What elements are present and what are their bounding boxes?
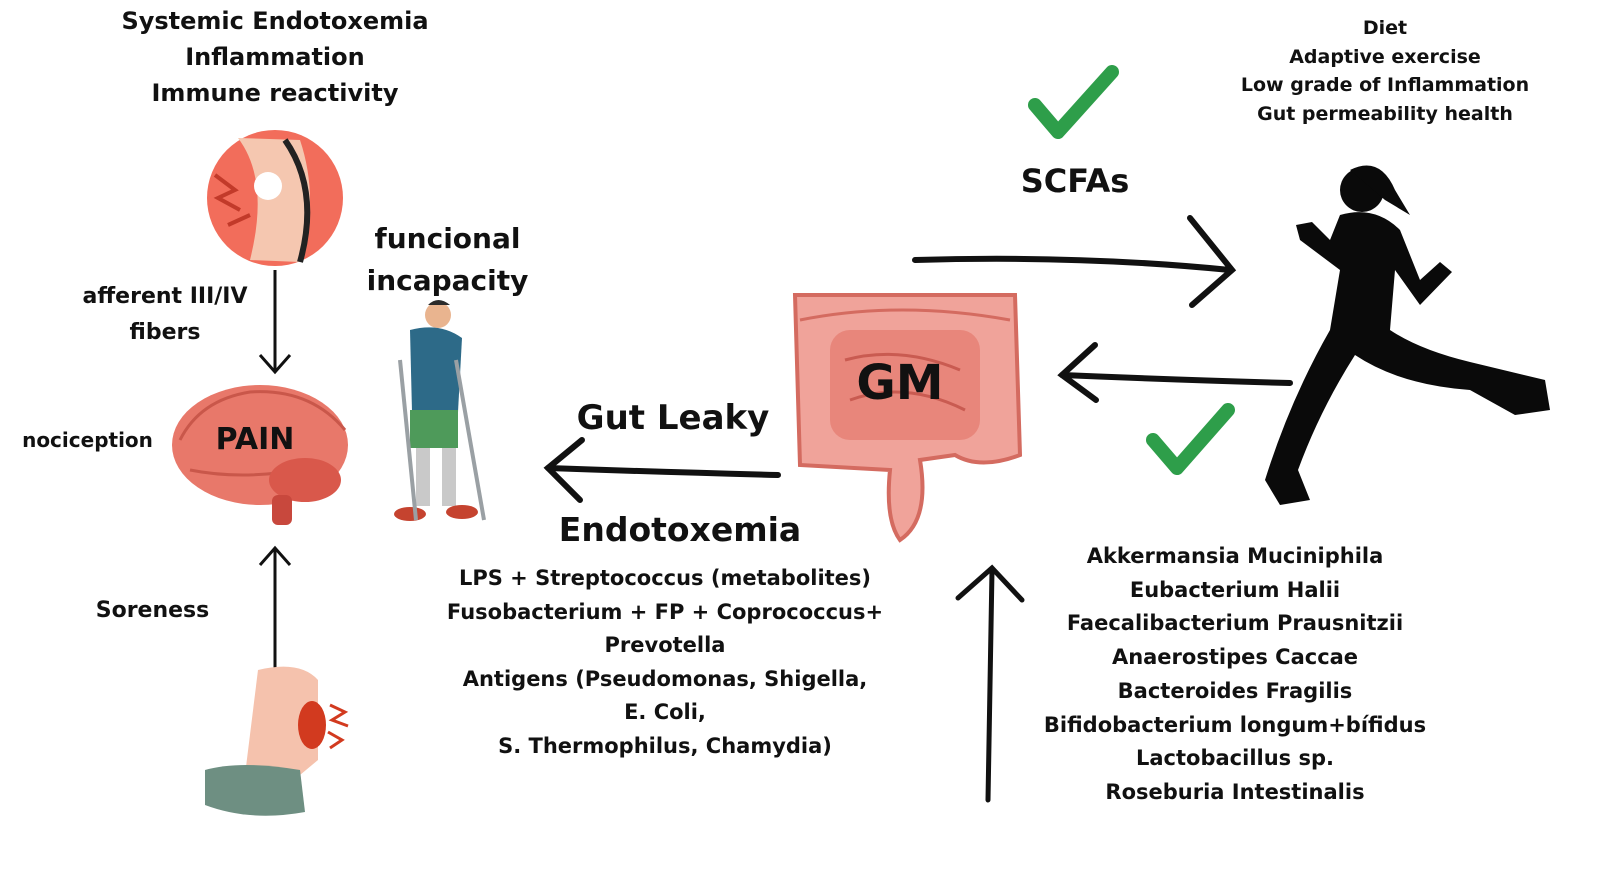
arrow-up-to-brain	[258, 545, 292, 680]
afferent-line: fibers	[129, 320, 201, 345]
top-right-factors: Diet Adaptive exercise Low grade of Infl…	[1225, 14, 1545, 129]
soreness-label: Soreness	[95, 598, 210, 623]
arrow-bacteria-to-gm	[955, 564, 1025, 803]
check-icon-top	[1028, 65, 1119, 139]
bacteria-line: Akkermansia Muciniphila	[1086, 544, 1384, 568]
pain-label: PAIN	[215, 422, 295, 457]
brain-icon	[172, 385, 348, 525]
factor-line: Adaptive exercise	[1289, 45, 1481, 68]
arrow-runner-to-gm	[1057, 342, 1293, 403]
afferent-line: afferent III/IV	[82, 284, 248, 309]
arrow-down-to-brain	[258, 270, 292, 375]
intestine-icon	[792, 293, 1023, 543]
bacteria-line: Anaerostipes Caccae	[1111, 645, 1359, 670]
factor-line: Gut permeability health	[1257, 103, 1513, 126]
gm-label: GM	[856, 355, 944, 411]
effect-line: Systemic Endotoxemia	[121, 7, 429, 35]
endotoxemia-line: Antigens (Pseudomonas, Shigella,	[462, 666, 868, 691]
sore-leg-icon	[205, 666, 349, 816]
endotoxemia-line: Prevotella	[604, 633, 726, 658]
arrow-to-gut-leaky	[543, 437, 781, 503]
endotoxemia-list: LPS + Streptococcus (metabolites) Fusoba…	[420, 562, 910, 764]
bacteria-line: Roseburia Intestinalis	[1105, 779, 1365, 804]
arrow-gm-to-runner	[912, 215, 1237, 308]
endotoxemia-line: LPS + Streptococcus (metabolites)	[458, 566, 872, 590]
scfas-label: SCFAs	[1020, 162, 1130, 200]
endotoxemia-line: S. Thermophilus, Chamydia)	[498, 733, 832, 758]
endotoxemia-line: E. Coli,	[624, 700, 706, 725]
endotoxemia-line: Fusobacterium + FP + Coprococcus+	[446, 599, 884, 624]
top-left-effects: Systemic Endotoxemia Inflammation Immune…	[110, 3, 440, 111]
bacteria-line: Faecalibacterium Prausnitzii	[1066, 611, 1404, 636]
factor-line: Diet	[1362, 17, 1408, 39]
afferent-label: afferent III/IV fibers	[60, 279, 270, 351]
gut-leaky-label: Gut Leaky	[576, 398, 770, 438]
bacteria-line: Bifidobacterium longum+bífidus	[1043, 712, 1427, 737]
check-icon-bottom	[1146, 403, 1235, 475]
runner-silhouette-icon	[1265, 165, 1550, 505]
funcional-line: funcional	[374, 222, 521, 255]
functional-incapacity-label: funcional incapacity	[355, 218, 540, 302]
effect-line: Immune reactivity	[151, 79, 399, 107]
endotoxemia-title: Endotoxemia	[558, 510, 802, 549]
bacteria-line: Eubacterium Halii	[1129, 577, 1341, 602]
beneficial-bacteria-list: Akkermansia Muciniphila Eubacterium Hali…	[1025, 540, 1445, 810]
effect-line: Inflammation	[185, 43, 365, 71]
bacteria-line: Bacteroides Fragilis	[1117, 678, 1353, 703]
person-with-crutches-icon	[394, 300, 486, 521]
bacteria-line: Lactobacillus sp.	[1136, 746, 1334, 771]
joint-inflammation-icon	[207, 130, 343, 266]
factor-line: Low grade of Inflammation	[1240, 74, 1530, 97]
funcional-line: incapacity	[366, 264, 529, 297]
nociception-label: nociception	[22, 428, 153, 452]
